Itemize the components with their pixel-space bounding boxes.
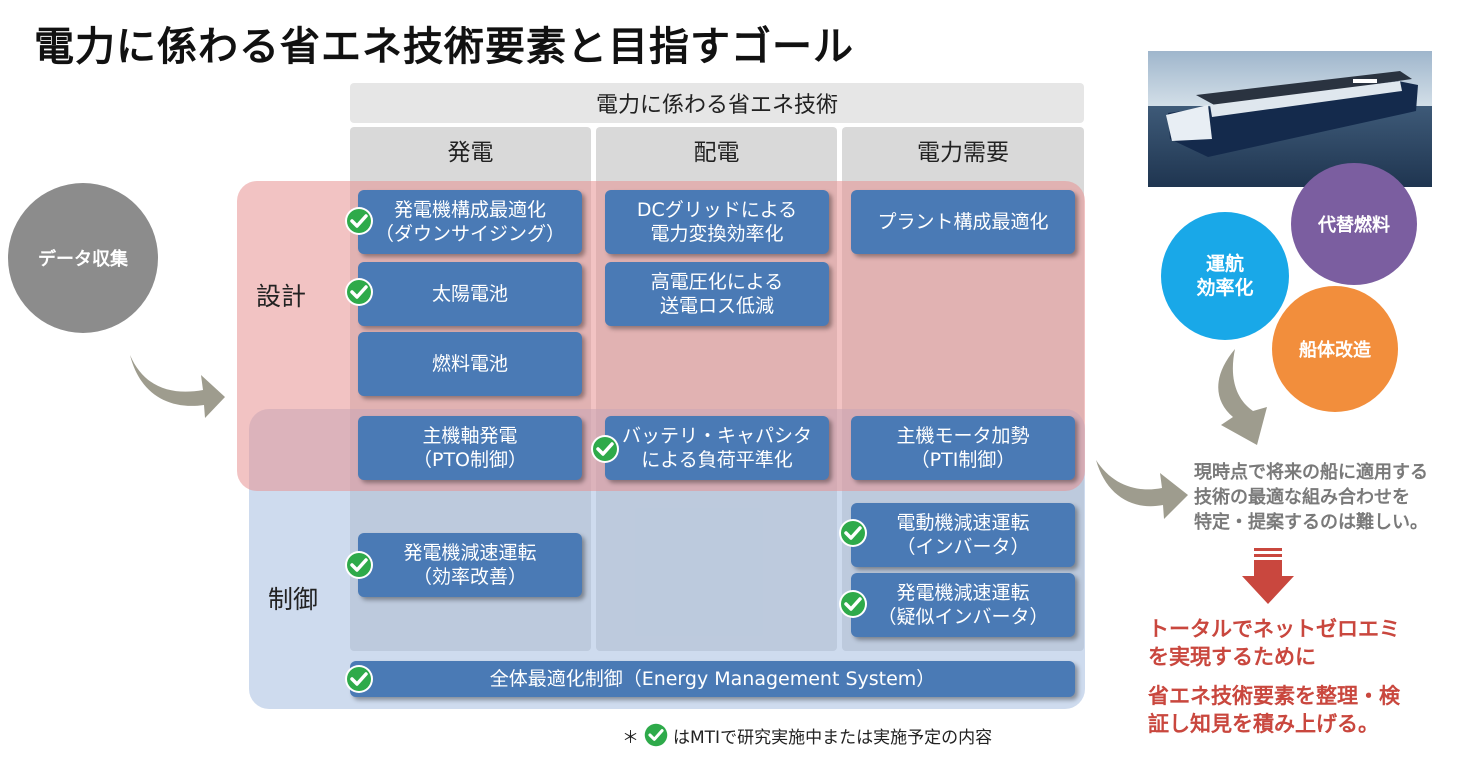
box-fuel-cell: 燃料電池: [358, 332, 582, 396]
box-text: 電動機減速運転: [896, 512, 1030, 534]
box-text: 電力変換効率化: [650, 223, 784, 245]
circle-text: 船体改造: [1299, 340, 1371, 361]
box-text: による負荷平準化: [641, 449, 793, 471]
column-title-generation: 発電: [447, 140, 494, 166]
box-text: （インバータ）: [896, 536, 1030, 558]
box-generator-speed: 発電機減速運転 （効率改善）: [358, 533, 582, 597]
box-text: 送電ロス低減: [659, 295, 774, 317]
goal-text-2: 省エネ技術要素を整理・検 証し知見を積み上げる。: [1148, 682, 1400, 738]
circle-text: 代替燃料: [1318, 215, 1390, 236]
note-line: 技術の最適な組み合わせを: [1194, 487, 1410, 508]
box-text: （PTI制御）: [910, 449, 1016, 471]
data-collection-circle: データ収集: [8, 183, 158, 333]
box-text: 発電機減速運転: [896, 582, 1030, 604]
footnote: ＊ はMTIで研究実施中または実施予定の内容: [622, 722, 992, 748]
curved-arrow-icon: [1096, 460, 1188, 519]
ship-image: [1148, 51, 1432, 187]
box-generator-optimization: 発電機構成最適化 （ダウンサイジング）: [358, 190, 582, 254]
goal-line: トータルでネットゼロエミ: [1148, 617, 1400, 641]
box-text: バッテリ・キャパシタ: [621, 425, 812, 447]
box-text: 全体最適化制御（Energy Management System）: [489, 668, 936, 690]
note-line: 特定・提案するのは難しい。: [1194, 512, 1428, 533]
check-icon: [345, 278, 373, 306]
box-pto: 主機軸発電 （PTO制御）: [358, 416, 582, 480]
column-title-demand: 電力需要: [917, 140, 1009, 166]
check-icon: [345, 207, 373, 235]
row-label-control: 制御: [268, 585, 319, 614]
circle-text: 効率化: [1196, 277, 1254, 299]
column-title-distribution: 配電: [693, 140, 740, 166]
box-text: （疑似インバータ）: [877, 606, 1049, 628]
curved-arrow-icon: [1218, 349, 1267, 445]
box-plant-optimization: プラント構成最適化: [851, 190, 1075, 254]
box-text: DCグリッドによる: [636, 199, 798, 221]
footnote-asterisk: ＊: [622, 727, 639, 748]
box-pti: 主機モータ加勢 （PTI制御）: [851, 416, 1075, 480]
box-high-voltage: 高電圧化による 送電ロス低減: [605, 262, 829, 326]
box-text: 発電機減速運転: [403, 542, 537, 564]
box-text: 主機モータ加勢: [896, 425, 1030, 447]
note-line: 現時点で将来の船に適用する: [1194, 462, 1428, 483]
row-label-design: 設計: [256, 282, 307, 311]
circle-hull-modification: 船体改造: [1272, 286, 1398, 412]
box-text: 主機軸発電: [422, 425, 518, 447]
box-dc-grid: DCグリッドによる 電力変換効率化: [605, 190, 829, 254]
box-ems: 全体最適化制御（Energy Management System）: [350, 661, 1075, 697]
curved-arrow-icon: [130, 355, 225, 418]
check-icon: [345, 665, 373, 693]
box-motor-speed: 電動機減速運転 （インバータ）: [851, 503, 1075, 567]
box-solar-cell: 太陽電池: [358, 262, 582, 326]
goal-line: 省エネ技術要素を整理・検: [1148, 684, 1400, 708]
goal-text-1: トータルでネットゼロエミ を実現するために: [1148, 615, 1400, 671]
check-icon: [644, 723, 668, 747]
box-text: （効率改善）: [412, 566, 527, 588]
box-text: 太陽電池: [431, 283, 508, 305]
check-icon: [345, 551, 373, 579]
circle-text: 運航: [1205, 253, 1244, 275]
box-text: 燃料電池: [431, 353, 508, 375]
circle-alternative-fuel: 代替燃料: [1291, 163, 1417, 285]
box-text: 高電圧化による: [650, 271, 784, 293]
footnote-text: はMTIで研究実施中または実施予定の内容: [673, 727, 993, 748]
box-battery-capacitor: バッテリ・キャパシタ による負荷平準化: [605, 416, 829, 480]
note-difficulty: 現時点で将来の船に適用する 技術の最適な組み合わせを 特定・提案するのは難しい。: [1194, 460, 1478, 535]
box-text: 発電機構成最適化: [393, 199, 546, 221]
box-text: プラント構成最適化: [877, 211, 1049, 233]
goal-line: を実現するために: [1148, 645, 1316, 669]
box-text: （PTO制御）: [412, 449, 528, 471]
check-icon: [839, 590, 867, 618]
circle-operational-efficiency: 運航 効率化: [1161, 212, 1289, 340]
check-icon: [839, 519, 867, 547]
check-icon: [591, 435, 619, 463]
page-title: 電力に係わる省エネ技術要素と目指すゴール: [34, 24, 854, 70]
goal-line: 証し知見を積み上げる。: [1148, 712, 1379, 736]
header-energy-tech: 電力に係わる省エネ技術: [350, 83, 1084, 123]
box-text: （ダウンサイジング）: [374, 223, 565, 245]
down-arrow-icon: [1242, 548, 1294, 604]
box-generator-speed-pseudo: 発電機減速運転 （疑似インバータ）: [851, 573, 1075, 637]
